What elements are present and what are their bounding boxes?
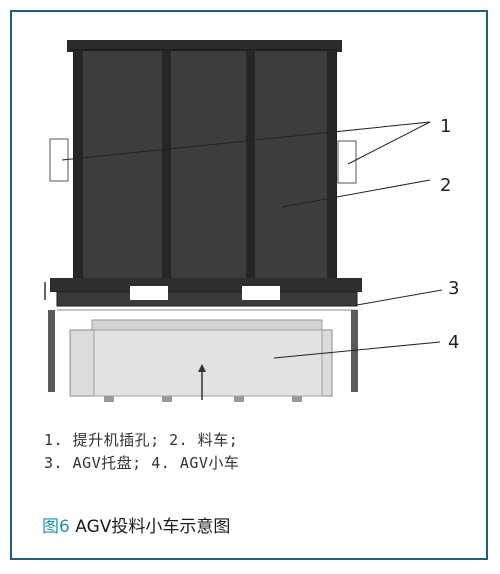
- figure-title: AGV投料小车示意图: [75, 517, 231, 537]
- hoist-hole-right: [337, 140, 357, 184]
- callout-2: 2: [440, 175, 451, 196]
- leader-1b: [347, 121, 431, 165]
- callout-3: 3: [448, 278, 459, 299]
- agv-wheel-1: [104, 396, 114, 402]
- cart-post-mid-right: [246, 50, 255, 282]
- callout-1: 1: [440, 116, 451, 137]
- legend-line-2: 3. AGV托盘; 4. AGV小车: [44, 454, 240, 472]
- cart-post-mid-left: [162, 50, 171, 282]
- legend-line-1: 1. 提升机插孔; 2. 料车;: [44, 431, 239, 449]
- figure-frame: 1 2 3 4 1. 提升机插孔; 2. 料车; 3. AGV托盘; 4. AG…: [10, 10, 488, 560]
- figure-caption: 图6 AGV投料小车示意图: [42, 512, 230, 537]
- leader-2: [281, 179, 431, 208]
- agv-wheel-4: [292, 396, 302, 402]
- agv-vehicle-panel: [93, 329, 323, 397]
- hoist-hole-left: [49, 138, 69, 182]
- callout-4: 4: [448, 332, 459, 353]
- cart-base-beam: [50, 278, 362, 292]
- cart-post-left: [74, 50, 83, 282]
- leader-1a: [61, 121, 431, 161]
- agv-wheel-3: [234, 396, 244, 402]
- material-cart-body: [73, 49, 337, 281]
- leader-4: [273, 341, 441, 359]
- support-leg-left: [48, 310, 55, 392]
- leader-3: [356, 289, 443, 306]
- figure-number: 图6: [42, 517, 70, 537]
- agv-vehicle-top: [91, 319, 323, 331]
- cart-post-right: [327, 50, 336, 282]
- support-leg-right: [351, 310, 358, 392]
- lift-arrow-head: [198, 364, 206, 372]
- agv-wheel-2: [162, 396, 172, 402]
- agv-pallet: [56, 291, 358, 307]
- pallet-slot-right: [242, 286, 280, 300]
- agv-diagram: 1 2 3 4: [44, 40, 459, 402]
- pallet-slot-left: [130, 286, 168, 300]
